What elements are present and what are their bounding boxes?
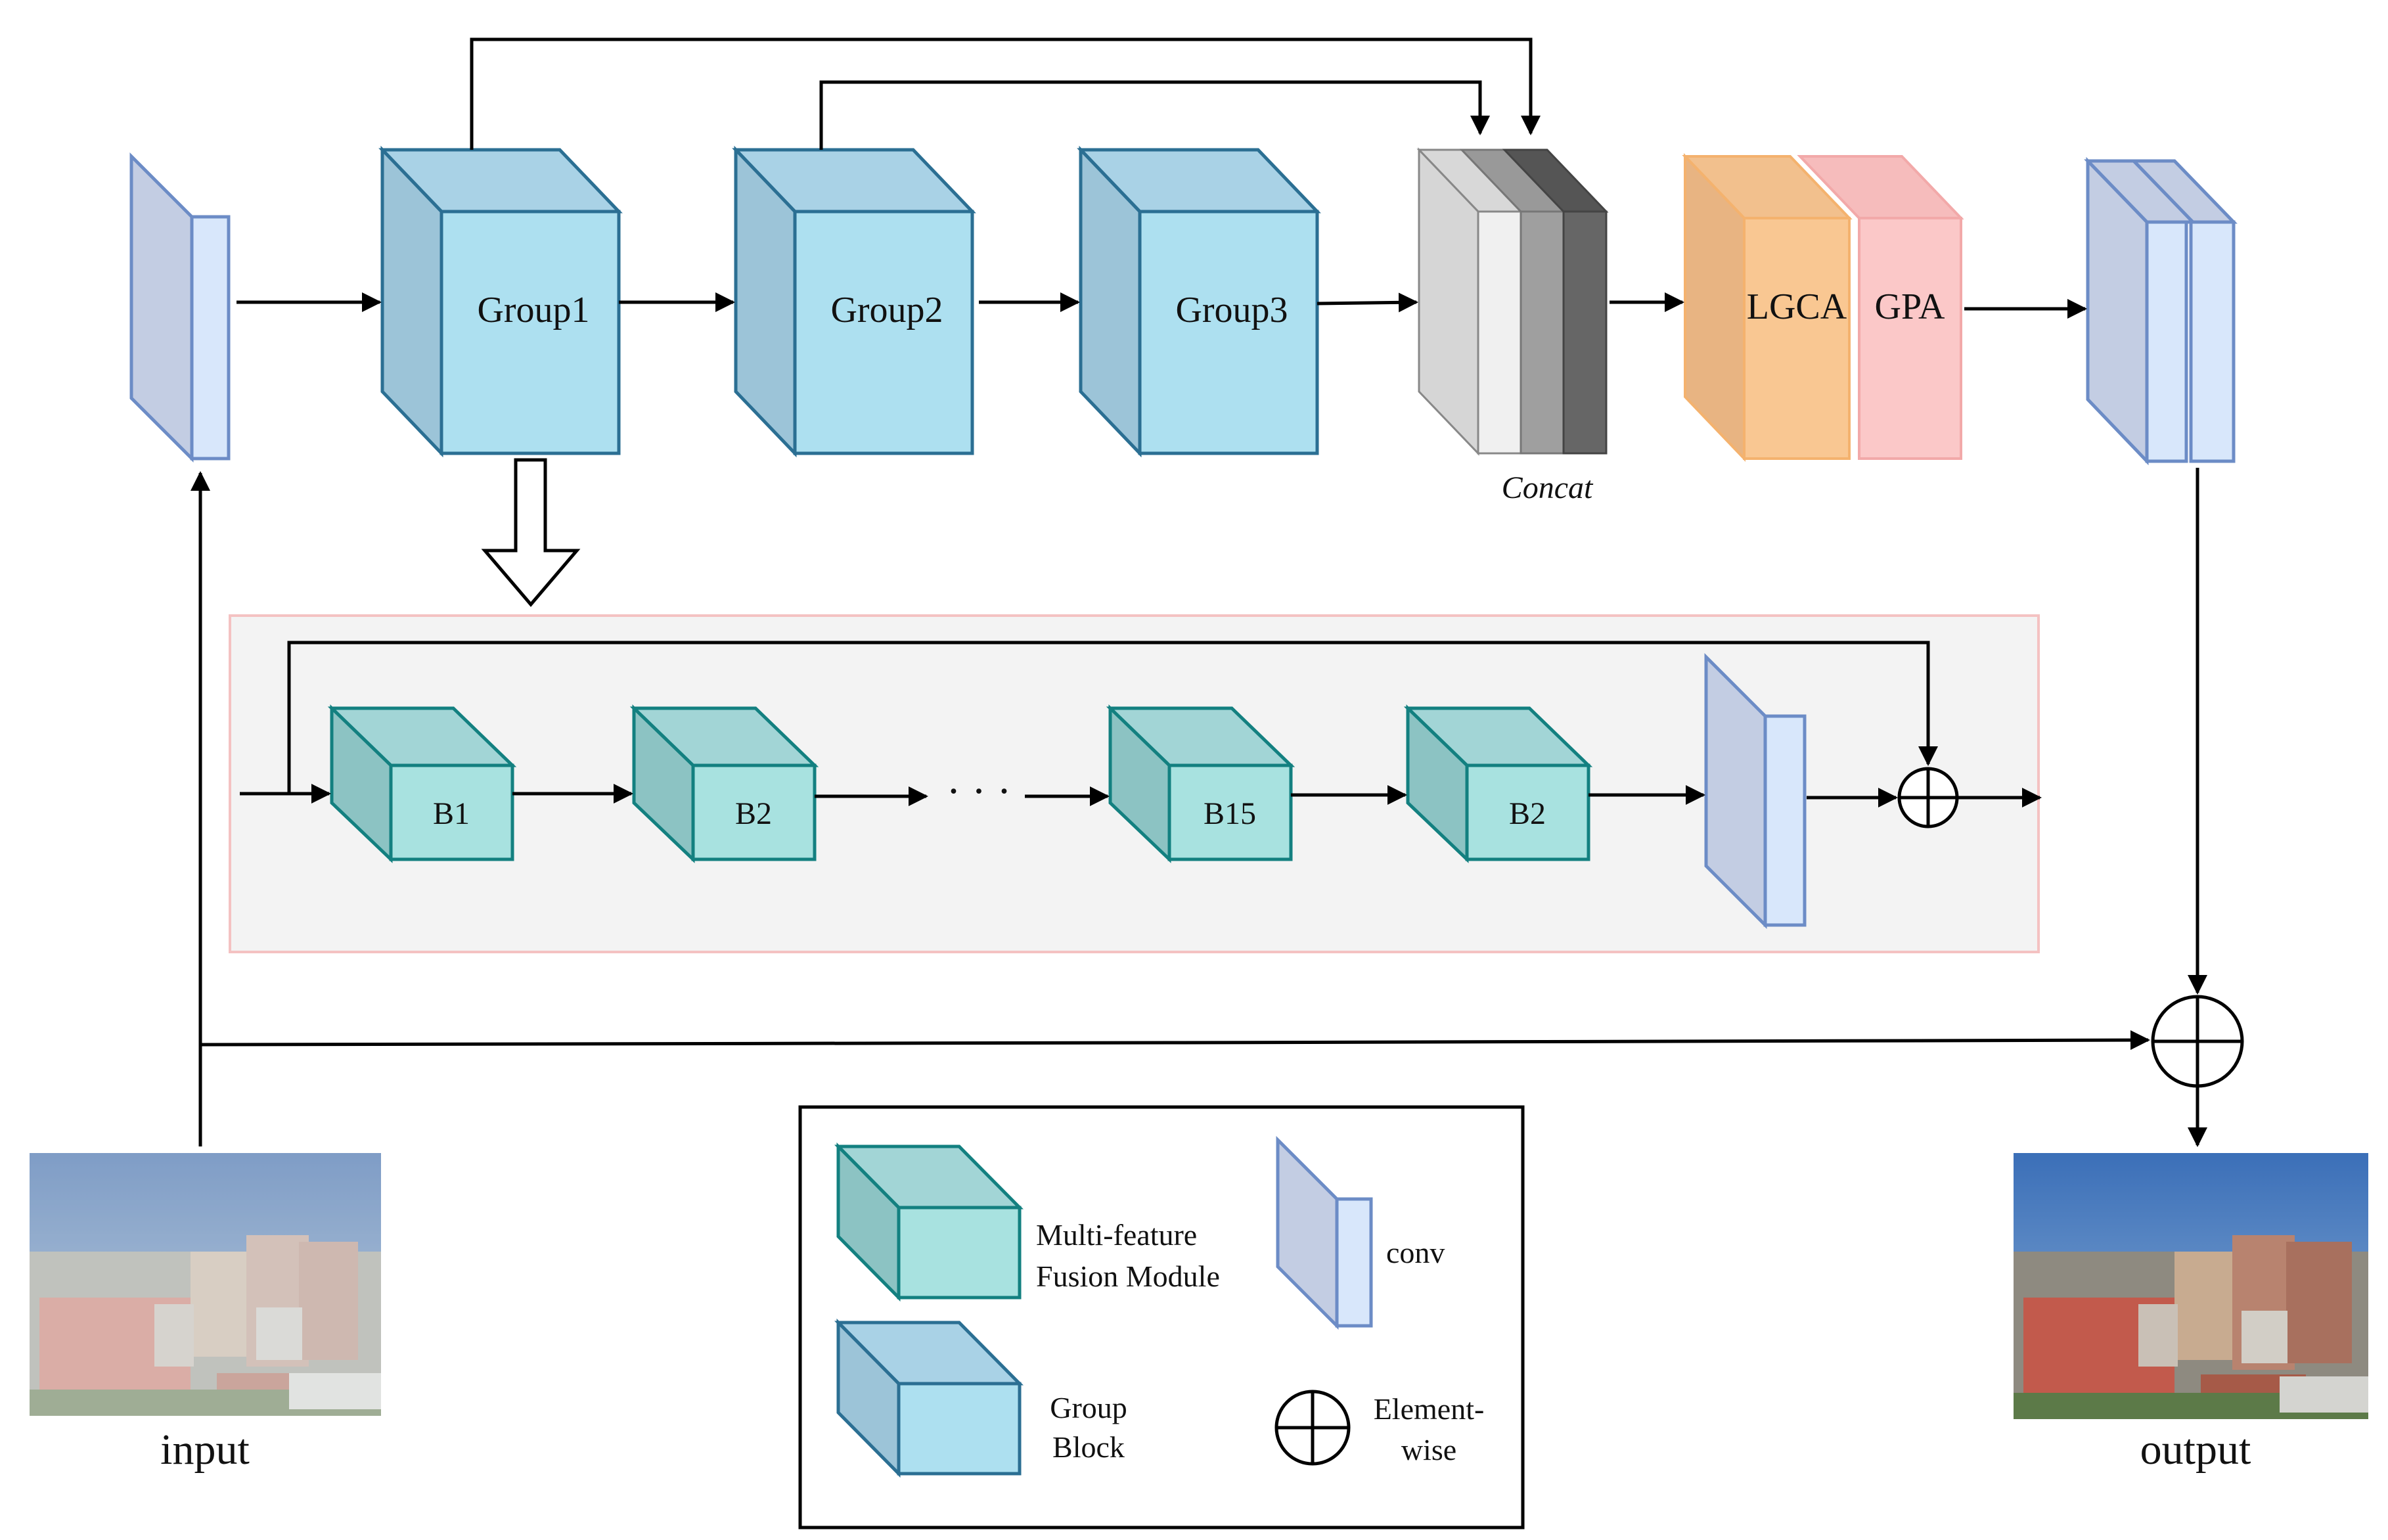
group2-block: Group2 <box>732 145 976 458</box>
group1-label: Group1 <box>477 290 589 330</box>
block-conv-layer <box>1704 652 1807 930</box>
concat-stack: Concat <box>1416 147 1609 505</box>
group3-label: Group3 <box>1175 290 1288 330</box>
group2-label: Group2 <box>830 290 943 330</box>
legend-group-line1: Group <box>1050 1391 1127 1424</box>
lgca-block: LGCA <box>1682 153 1853 462</box>
legend-mffm-icon <box>834 1142 1024 1302</box>
output-label: output <box>2140 1426 2251 1474</box>
arrow-group3-to-concat <box>1317 292 1418 313</box>
skip-group1-to-concat <box>470 37 1541 150</box>
large-elementwise-sum-icon <box>2151 995 2244 1088</box>
input-conv-layer <box>129 152 231 463</box>
input-label: input <box>160 1426 250 1474</box>
legend-mffm-line1: Multi-feature <box>1036 1218 1197 1252</box>
legend-group-icon <box>834 1318 1024 1478</box>
b1-label: B1 <box>433 796 470 831</box>
ellipsis-label: · · · <box>947 767 1012 815</box>
legend-elementwise-icon <box>1274 1390 1351 1466</box>
group3-block: Group3 <box>1077 145 1321 458</box>
global-residual-arrow <box>200 1030 2150 1051</box>
concat-label: Concat <box>1502 470 1594 505</box>
skip-block-residual <box>287 641 1938 794</box>
expand-arrow-icon <box>481 458 581 607</box>
legend-conv-label: conv <box>1386 1236 1445 1269</box>
block-b2: B2 <box>629 704 819 863</box>
group1-block: Group1 <box>378 145 623 458</box>
output-image <box>2014 1153 2368 1419</box>
legend-group-line2: Block <box>1052 1430 1125 1464</box>
b2-label: B2 <box>735 796 772 831</box>
legend-mffm-line2: Fusion Module <box>1036 1259 1220 1293</box>
block-b2-last: B2 <box>1403 704 1593 863</box>
legend-elementwise-line1: Element- <box>1374 1392 1485 1426</box>
input-image <box>30 1153 381 1416</box>
skip-group2-to-concat <box>819 80 1490 150</box>
gpa-label: GPA <box>1875 286 1945 327</box>
gpa-block: GPA <box>1797 155 1964 460</box>
b15-label: B15 <box>1204 796 1256 831</box>
small-elementwise-sum-icon <box>1897 767 1959 828</box>
legend-elementwise-line2: wise <box>1401 1433 1456 1466</box>
legend-conv-icon <box>1276 1135 1373 1330</box>
block-b15: B15 <box>1106 704 1295 863</box>
output-conv-layers <box>2084 156 2238 466</box>
block-b1: B1 <box>327 704 517 863</box>
lgca-label: LGCA <box>1747 286 1847 327</box>
b2-last-label: B2 <box>1509 796 1546 831</box>
